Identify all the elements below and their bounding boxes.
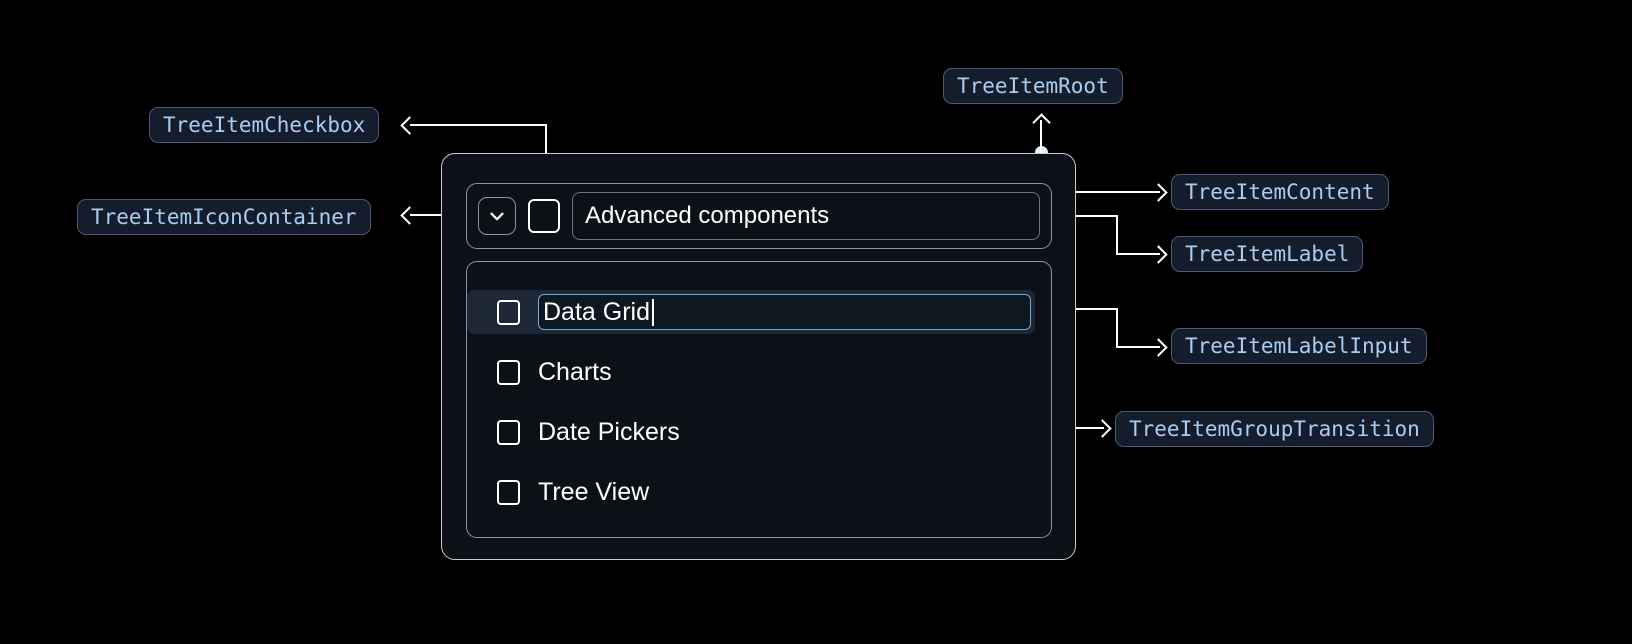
connector-line-label-h2 xyxy=(1116,253,1160,255)
tree-item-label-input[interactable]: Data Grid xyxy=(538,294,1031,330)
connector-line-label-h1 xyxy=(1040,215,1118,217)
tree-item-checkbox[interactable] xyxy=(497,479,520,505)
annotation-tree-item-label-input: TreeItemLabelInput xyxy=(1171,328,1427,364)
tree-item-label-input-value: Data Grid xyxy=(543,297,650,326)
chevron-down-icon xyxy=(490,212,504,221)
annotation-tree-item-content: TreeItemContent xyxy=(1171,174,1389,210)
tree-item-label: Date Pickers xyxy=(538,417,680,446)
tree-item-row[interactable]: Date Pickers xyxy=(467,410,1051,454)
connector-line-checkbox-horiz xyxy=(410,124,546,126)
connector-line-input-v xyxy=(1116,308,1118,348)
connector-arrow-label-input xyxy=(1151,339,1167,355)
annotation-tree-item-group-transition: TreeItemGroupTransition xyxy=(1115,411,1434,447)
connector-line-group-transition xyxy=(1052,427,1104,429)
connector-arrow-checkbox xyxy=(400,117,416,133)
text-caret xyxy=(651,298,654,326)
tree-item-root[interactable]: Advanced components Data Grid Charts Dat… xyxy=(441,153,1076,560)
tree-item-label: Charts xyxy=(538,357,612,386)
annotation-tree-item-checkbox: TreeItemCheckbox xyxy=(149,107,380,143)
annotation-tree-item-icon-container: TreeItemIconContainer xyxy=(77,199,371,235)
connector-line-input-h2 xyxy=(1116,346,1160,348)
tree-item-label: Tree View xyxy=(538,477,650,506)
tree-item-checkbox[interactable] xyxy=(497,359,520,385)
tree-item-checkbox[interactable] xyxy=(497,419,520,445)
connector-arrow-icon-container xyxy=(400,207,416,223)
tree-item-label[interactable]: Advanced components xyxy=(572,192,1040,240)
connector-arrow-content xyxy=(1151,184,1167,200)
tree-item-row[interactable]: Charts xyxy=(467,350,1051,394)
connector-line-label-v xyxy=(1116,215,1118,255)
annotation-tree-item-root: TreeItemRoot xyxy=(943,68,1123,104)
tree-item-row[interactable]: Tree View xyxy=(467,470,1051,514)
connector-arrow-group-transition xyxy=(1095,420,1111,436)
connector-arrow-label xyxy=(1151,246,1167,262)
tree-item-content[interactable]: Advanced components xyxy=(466,183,1052,249)
connector-arrow-root xyxy=(1033,113,1049,129)
tree-item-group-transition: Data Grid Charts Date Pickers Tree View xyxy=(466,261,1052,538)
tree-item-icon-container[interactable] xyxy=(478,197,516,235)
connector-line-root xyxy=(1040,120,1042,153)
connector-line-content xyxy=(1051,191,1160,193)
tree-item-checkbox[interactable] xyxy=(497,299,520,325)
tree-item-row[interactable]: Data Grid xyxy=(467,290,1035,334)
tree-item-label-text: Advanced components xyxy=(585,202,830,229)
tree-item-checkbox[interactable] xyxy=(528,199,560,233)
connector-line-input-h1 xyxy=(1040,308,1118,310)
annotation-tree-item-label: TreeItemLabel xyxy=(1171,236,1364,272)
